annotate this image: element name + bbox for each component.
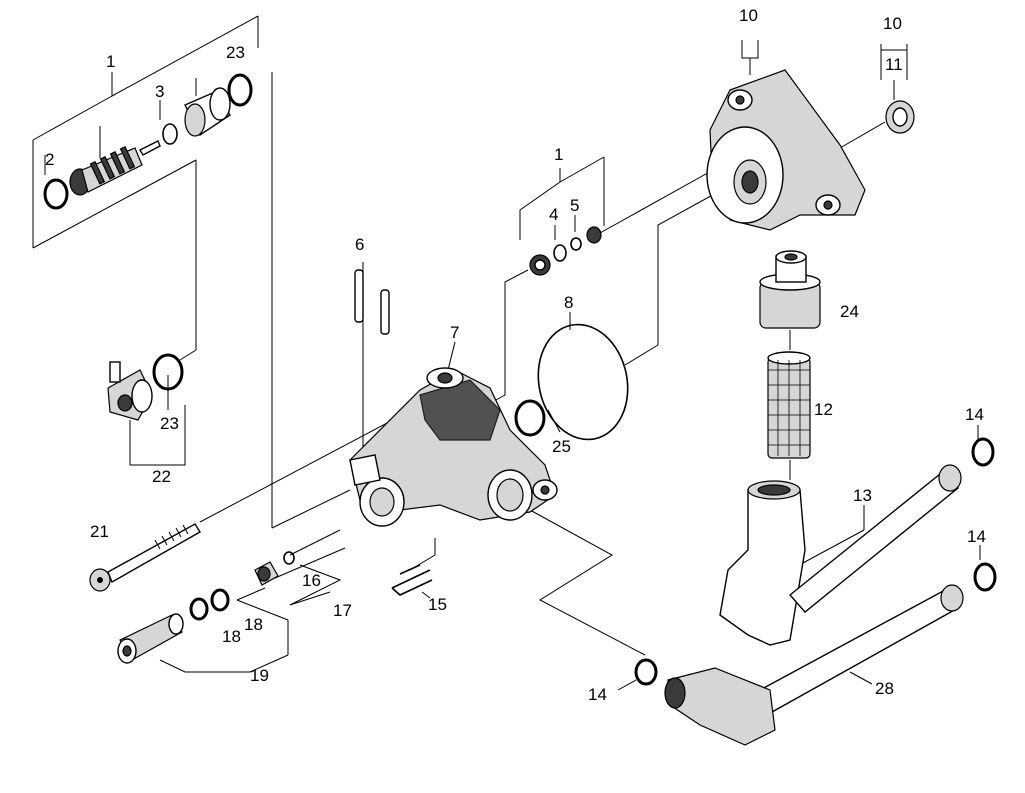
callout-12: 12 [814,400,833,419]
pins-6 [354,269,390,335]
sleeve [184,87,231,137]
o-ring-14-upper [971,437,995,467]
callout-15: 15 [428,595,447,614]
callout-22: 22 [152,467,171,486]
callout-1-mid: 1 [554,145,563,164]
o-ring-18a [189,597,209,621]
filter-12 [767,351,811,459]
cylinder-head-10 [706,69,866,231]
o-ring-2 [43,178,69,210]
callout-4: 4 [549,205,558,224]
o-ring-23-top [227,73,253,107]
callout-10-right: 10 [883,14,902,33]
pump-housing-7 [349,367,558,527]
callout-18-left: 18 [222,627,241,646]
valve-seats-4-5 [529,226,602,276]
callout-8: 8 [564,293,573,312]
callout-23-top: 23 [226,43,245,62]
inlet-tube-13 [719,464,962,646]
callout-7: 7 [450,323,459,342]
hose-connector-24 [759,250,821,329]
callout-23-lower: 23 [160,414,179,433]
callout-19: 19 [250,666,269,685]
callout-3: 3 [155,82,164,101]
callout-14-lower: 14 [588,685,607,704]
callout-1-top: 1 [106,52,115,71]
assembly-lines [32,15,981,691]
parts [43,69,997,746]
clip-15 [391,564,433,596]
bolt-21 [89,523,201,592]
callout-2: 2 [45,150,54,169]
fitting-17 [254,561,279,586]
o-ring-25 [514,399,546,437]
callout-5: 5 [570,196,579,215]
o-ring-3 [162,123,178,145]
valve-assembly-1 [69,140,161,196]
o-ring-14-lower [634,658,658,686]
callout-labels: 1 2 3 23 23 22 21 6 7 1 4 5 8 25 10 10 1… [45,6,986,704]
valve-part-22 [107,361,153,421]
callout-25: 25 [552,437,571,456]
callout-10-left: 10 [739,6,758,25]
valve-19 [117,613,184,664]
callout-21: 21 [90,522,109,541]
outlet-tube-28 [664,584,964,746]
o-ring-8 [537,323,629,441]
callout-18-right: 18 [244,615,263,634]
callout-24: 24 [840,302,859,321]
o-ring-23-lower [152,353,184,391]
seal-11 [885,100,915,134]
callout-16: 16 [302,571,321,590]
o-ring-18b [210,588,230,612]
callout-14-middle: 14 [967,527,986,546]
callout-14-upper: 14 [965,405,984,424]
callout-11: 11 [885,55,903,74]
callout-17: 17 [333,601,352,620]
callout-28: 28 [875,679,894,698]
callout-13: 13 [853,486,872,505]
callout-6: 6 [355,235,364,254]
washer-16 [283,551,295,565]
o-ring-14-middle [973,562,997,592]
